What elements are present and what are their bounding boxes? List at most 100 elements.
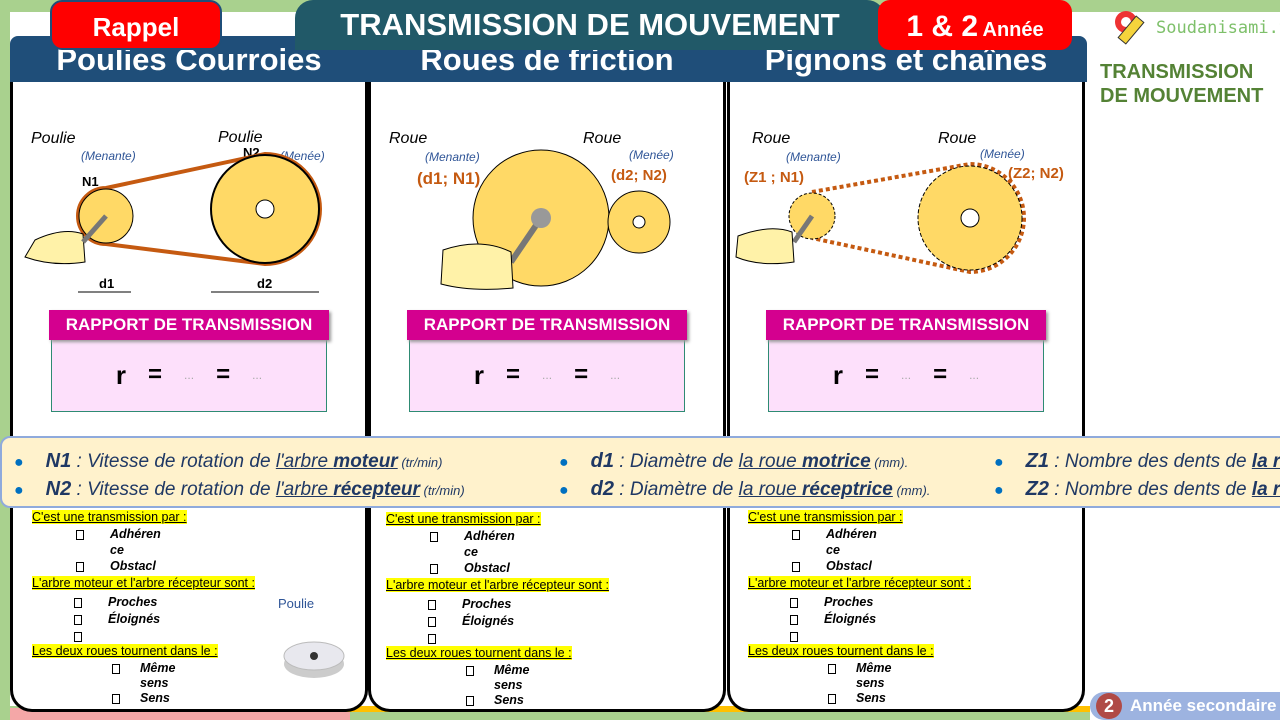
- symbol-legend: ●N1 : Vitesse de rotation de l'arbre mot…: [0, 436, 1280, 508]
- checkbox-meme-sens[interactable]: [112, 664, 120, 674]
- option-proches: Proches: [462, 597, 512, 611]
- checkbox-sens-inverse[interactable]: [112, 694, 120, 704]
- option-obstacle: Obstacl: [826, 559, 872, 573]
- checkbox-empty[interactable]: [74, 632, 82, 642]
- annee-tab: 1 & 2 Année: [878, 0, 1072, 50]
- pulley-image: [283, 641, 345, 678]
- blank: ...: [542, 368, 553, 382]
- svg-text:(Z2; N2): (Z2; N2): [1008, 165, 1064, 182]
- legend-item: ●N1 : Vitesse de rotation de l'arbre mot…: [14, 450, 443, 472]
- annee-label: Année: [982, 19, 1044, 41]
- poulie-caption: Poulie: [278, 596, 315, 611]
- legend-item: ●Z2 : Nombre des dents de la roue: [994, 478, 1280, 500]
- badge-number: 2: [1096, 693, 1122, 719]
- legend-item: ●d2 : Diamètre de la roue réceptrice (mm…: [559, 478, 931, 500]
- question-block-1: C'est une transmission par : Adhéren ce …: [386, 512, 686, 712]
- blank: ...: [184, 368, 195, 382]
- rapport-header: RAPPORT DE TRANSMISSION: [766, 310, 1046, 340]
- checkbox-eloignes[interactable]: [428, 617, 436, 627]
- question-transmission-type: C'est une transmission par :: [748, 510, 903, 524]
- option-adherence-cont: ce: [110, 543, 124, 557]
- option-meme-sens: Même: [856, 661, 892, 675]
- legend-item: ●N2 : Vitesse de rotation de l'arbre réc…: [14, 478, 465, 500]
- option-eloignes: Éloignés: [462, 614, 515, 628]
- checkbox-adherence[interactable]: [430, 532, 438, 542]
- option-adherence: Adhéren: [464, 529, 515, 543]
- option-meme-sens-cont: sens: [856, 676, 885, 690]
- option-obstacle: Obstacl: [464, 561, 510, 575]
- checkbox-obstacle[interactable]: [76, 562, 84, 572]
- checkbox-eloignes[interactable]: [790, 615, 798, 625]
- checkbox-adherence[interactable]: [792, 530, 800, 540]
- site-logo: Soudanisami.tn: [1112, 8, 1280, 48]
- legend-item: ●Z1 : Nombre des dents de la roue: [994, 450, 1280, 472]
- checkbox-proches[interactable]: [74, 598, 82, 608]
- background-left: [0, 0, 10, 720]
- option-meme-sens: Même: [140, 661, 176, 675]
- question-shafts: L'arbre moteur et l'arbre récepteur sont…: [748, 576, 971, 590]
- logo-text: Soudanisami.tn: [1156, 18, 1280, 38]
- equals: =: [216, 361, 231, 388]
- svg-text:Roue: Roue: [389, 130, 427, 147]
- r-symbol: r: [832, 359, 844, 390]
- legend-item: ●d1 : Diamètre de la roue motrice (mm).: [559, 450, 909, 472]
- svg-text:(Menante): (Menante): [81, 149, 136, 163]
- svg-text:(Menée): (Menée): [980, 147, 1025, 161]
- r-symbol: r: [115, 359, 127, 390]
- question-shafts: L'arbre moteur et l'arbre récepteur sont…: [32, 576, 255, 590]
- equals: =: [933, 361, 948, 388]
- option-adherence: Adhéren: [110, 527, 161, 541]
- option-adherence: Adhéren: [826, 527, 877, 541]
- svg-text:d2: d2: [257, 276, 272, 291]
- rapport-header: RAPPORT DE TRANSMISSION: [407, 310, 687, 340]
- blank: ...: [969, 368, 980, 382]
- question-transmission-type: C'est une transmission par :: [32, 510, 187, 524]
- blank: ...: [610, 368, 621, 382]
- checkbox-eloignes[interactable]: [74, 615, 82, 625]
- pencil-logo-icon: [1115, 11, 1145, 45]
- option-eloignes: Éloignés: [108, 612, 161, 626]
- question-block-0: C'est une transmission par : Adhéren ce …: [32, 510, 332, 710]
- svg-text:Poulie: Poulie: [218, 129, 263, 146]
- question-rotation: Les deux roues tournent dans le :: [32, 644, 218, 658]
- svg-text:(Menée): (Menée): [629, 148, 674, 162]
- option-meme-sens: Même: [494, 663, 530, 677]
- blank: ...: [252, 368, 263, 382]
- question-block-2: C'est une transmission par : Adhéren ce …: [748, 510, 1048, 710]
- equals: =: [506, 361, 521, 388]
- question-transmission-type: C'est une transmission par :: [386, 512, 541, 526]
- equals: =: [574, 361, 589, 388]
- option-meme-sens-cont: sens: [494, 678, 523, 692]
- panel-poulies: Poulie Poulie (Menante) (Menée) N1 N2 d1…: [10, 82, 368, 712]
- option-eloignes: Éloignés: [824, 612, 877, 626]
- svg-text:(Z1 ; N1): (Z1 ; N1): [744, 169, 804, 186]
- checkbox-obstacle[interactable]: [430, 564, 438, 574]
- option-obstacle: Obstacl: [110, 559, 156, 573]
- option-meme-sens-cont: sens: [140, 676, 169, 690]
- option-sens-inverse: Sens: [494, 693, 524, 707]
- equals: =: [865, 361, 880, 388]
- checkbox-sens-inverse[interactable]: [828, 694, 836, 704]
- checkbox-empty[interactable]: [790, 632, 798, 642]
- annee-num: 1 & 2: [906, 10, 979, 43]
- panel-pignons: Roue Roue (Menante) (Menée) (Z1 ; N1) (Z…: [727, 82, 1085, 712]
- rapport-header: RAPPORT DE TRANSMISSION: [49, 310, 329, 340]
- blank: ...: [901, 368, 912, 382]
- checkbox-proches[interactable]: [428, 600, 436, 610]
- option-proches: Proches: [824, 595, 874, 609]
- svg-text:(d2; N2): (d2; N2): [611, 167, 667, 184]
- checkbox-obstacle[interactable]: [792, 562, 800, 572]
- rapport-formula: r =... =...: [768, 338, 1044, 412]
- checkbox-meme-sens[interactable]: [828, 664, 836, 674]
- question-rotation: Les deux roues tournent dans le :: [386, 646, 572, 660]
- rapport-formula: r=...=...: [409, 338, 685, 412]
- checkbox-adherence[interactable]: [76, 530, 84, 540]
- checkbox-sens-inverse[interactable]: [466, 696, 474, 706]
- checkbox-meme-sens[interactable]: [466, 666, 474, 676]
- option-sens-inverse: Sens: [856, 691, 886, 705]
- svg-text:Roue: Roue: [583, 130, 621, 147]
- ghost-title: TRANSMISSION DE MOUVEMENT: [1100, 61, 1264, 107]
- checkbox-empty[interactable]: [428, 634, 436, 644]
- checkbox-proches[interactable]: [790, 598, 798, 608]
